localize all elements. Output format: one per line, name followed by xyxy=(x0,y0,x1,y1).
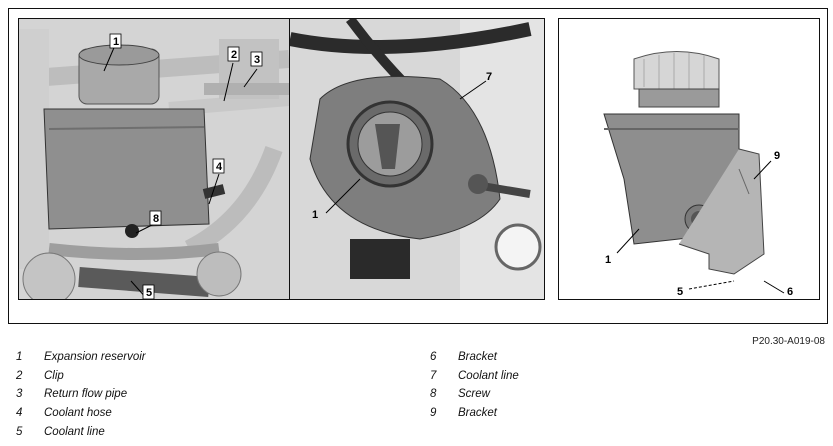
callout-3: 3 xyxy=(254,54,260,66)
callout-1: 1 xyxy=(113,36,119,48)
callout-8: 8 xyxy=(153,213,159,225)
callout-1-panel2: 1 xyxy=(312,209,318,221)
callout-9: 9 xyxy=(774,150,780,162)
callout-5-panel3: 5 xyxy=(677,286,683,298)
callout-4: 4 xyxy=(216,161,223,173)
panel-reservoir-removed: 9 1 5 6 xyxy=(558,18,820,300)
reservoir-removed-illustration: 9 1 5 6 xyxy=(559,19,819,299)
callout-1-panel3: 1 xyxy=(605,254,611,266)
callout-2: 2 xyxy=(231,49,237,61)
engine-bay-illustration: 1 2 3 4 8 5 xyxy=(19,19,289,299)
reference-code: P20.30-A019-08 xyxy=(752,336,825,347)
reservoir-installed-illustration: 7 1 xyxy=(290,19,544,299)
callout-5: 5 xyxy=(146,287,152,299)
figure-frame: 1 2 3 4 8 5 7 1 xyxy=(8,8,828,324)
panel-engine-bay: 1 2 3 4 8 5 xyxy=(18,18,290,300)
callout-6: 6 xyxy=(787,286,793,298)
callout-7: 7 xyxy=(486,71,492,83)
panel-reservoir-installed: 7 1 xyxy=(289,18,545,300)
